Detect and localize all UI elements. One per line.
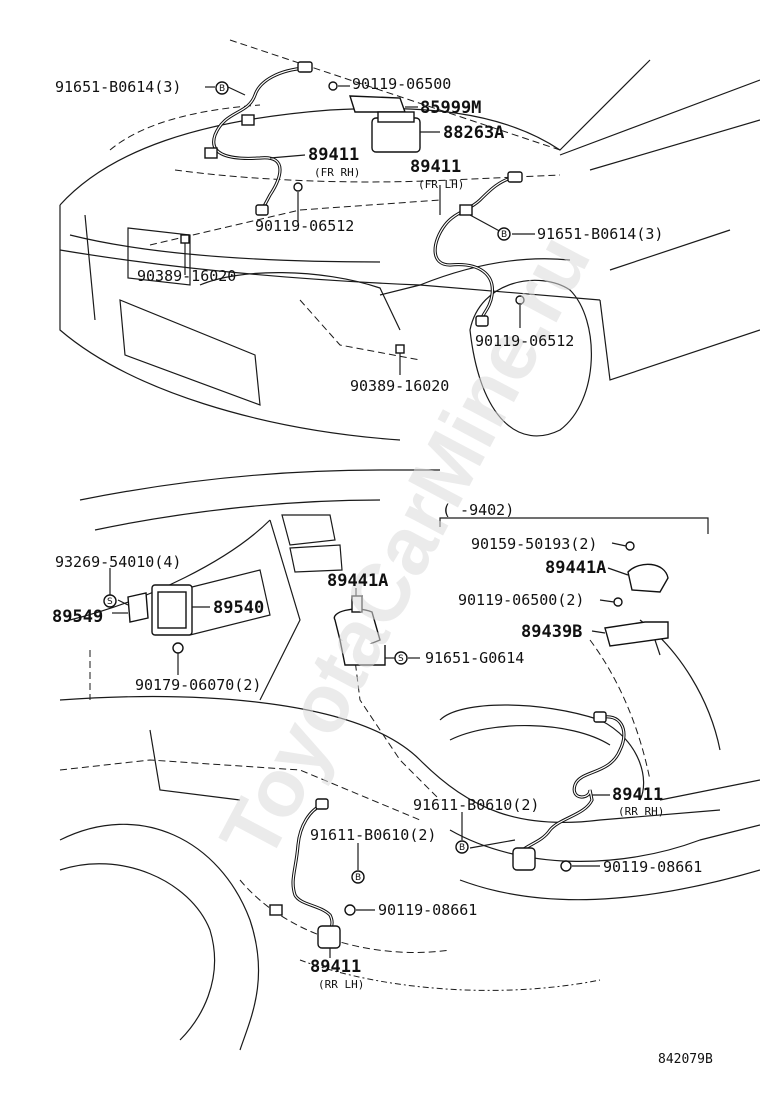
- label-bolt-rr-rh: 90119-08661: [603, 858, 702, 876]
- note-sensor-rr-lh: (RR LH): [318, 978, 364, 991]
- label-clip-bumper-right: 90389-16020: [350, 377, 449, 395]
- label-bracket: 85999M: [420, 98, 481, 118]
- label-bolt-rr-lh: 90119-08661: [378, 901, 477, 919]
- label-sensor-rr-lh: 89411: [310, 957, 361, 977]
- clip-symbol-icon: [215, 81, 229, 95]
- label-computer-89540: 89540: [213, 598, 264, 618]
- note-sensor-rr-rh: (RR RH): [618, 805, 664, 818]
- label-bolt-bracket: 90119-06500: [352, 75, 451, 93]
- front-leaders: [184, 85, 535, 375]
- label-clip-fr-rh: 91651-B0614(3): [55, 78, 181, 96]
- note-sensor-fr-lh: (FR LH): [418, 178, 464, 191]
- label-bracket-89549: 89549: [52, 607, 103, 627]
- label-bolt-computer: 90179-06070(2): [135, 676, 261, 694]
- note-sensor-fr-rh: (FR RH): [314, 166, 360, 179]
- label-bolt-lower: 90119-06500(2): [458, 591, 584, 609]
- clip-symbol-fr-lh: B: [501, 230, 507, 240]
- clip-symbol-rr-rh: B: [459, 843, 465, 853]
- clip-symbol-fr-rh: B: [219, 84, 225, 94]
- label-sensor-fr-rh: 89411: [308, 145, 359, 165]
- nut-symbol: S: [398, 654, 404, 664]
- front-labels: 91651-B0614(3) B 90119-06500 85999M 8826…: [55, 75, 663, 395]
- label-sensor-89441a: 89441A: [327, 571, 388, 591]
- label-clip-bumper-left: 90389-16020: [137, 267, 236, 285]
- label-sensor-89441a-upper: 89441A: [545, 558, 606, 578]
- label-clip-rr-lh: 91611-B0610(2): [310, 826, 436, 844]
- diagram-code: 842079B: [658, 1052, 713, 1067]
- clip-symbol-rr-lh: B: [355, 873, 361, 883]
- clip-symbol-icon: [497, 227, 511, 241]
- rear-parts: [127, 517, 709, 949]
- label-clip-rr-rh: 91611-B0610(2): [413, 796, 539, 814]
- label-bolt-fr-lh: 90119-06512: [475, 332, 574, 350]
- label-nut-91651: 91651-G0614: [425, 649, 524, 667]
- label-bolt-fr-rh: 90119-06512: [255, 217, 354, 235]
- label-sensor-rr-rh: 89411: [612, 785, 663, 805]
- nut-symbol-icon: [394, 651, 408, 665]
- screw-symbol-icon: [103, 594, 117, 608]
- front-car-outline: [59, 39, 760, 441]
- clip-symbol-icon: [455, 840, 469, 854]
- label-screw-front: 93269-54010(4): [55, 553, 181, 571]
- rear-leaders: [109, 542, 629, 958]
- screw-symbol: S: [107, 597, 113, 607]
- rear-labels: ( -9402) 93269-54010(4) S 89549 89540 90…: [52, 501, 702, 991]
- label-sensor-fr-lh: 89411: [410, 157, 461, 177]
- label-bolt-upper: 90159-50193(2): [471, 535, 597, 553]
- label-ecu: 88263A: [443, 123, 504, 143]
- label-range-note: ( -9402): [442, 501, 514, 519]
- front-parts: [180, 61, 525, 354]
- label-bracket-89439b: 89439B: [521, 622, 582, 642]
- clip-symbol-icon: [351, 870, 365, 884]
- label-clip-fr-lh: 91651-B0614(3): [537, 225, 663, 243]
